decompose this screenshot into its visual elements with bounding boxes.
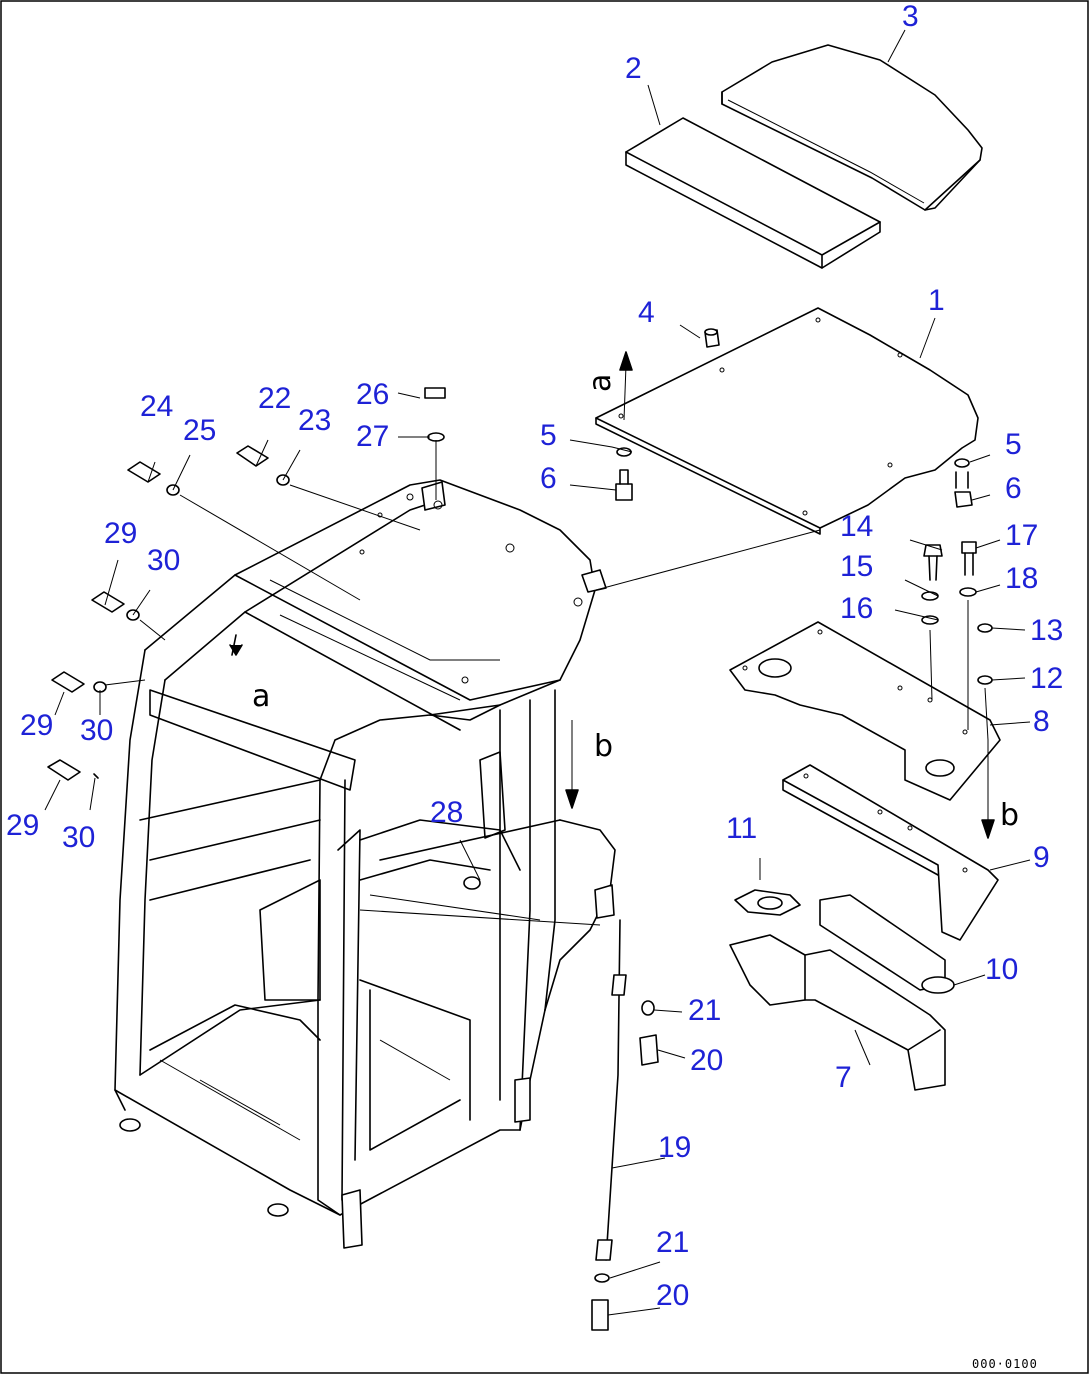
label-27: 27	[356, 420, 389, 453]
view-marks: a a b b	[252, 374, 1019, 833]
part-bolt-20-lower	[591, 1273, 610, 1331]
part-bolt-6-left	[615, 447, 633, 501]
label-20a: 20	[690, 1044, 723, 1077]
part-bolts-left	[47, 387, 446, 781]
part-bracket-7	[729, 894, 955, 1091]
label-21a: 21	[688, 994, 721, 1027]
label-17: 17	[1005, 519, 1038, 552]
label-1: 1	[928, 284, 945, 317]
part-bolt-20-upper	[639, 1000, 659, 1066]
drawing-code: 000·0100	[972, 1357, 1038, 1371]
label-30b: 30	[80, 714, 113, 747]
label-22: 22	[258, 382, 291, 415]
label-3: 3	[902, 0, 919, 33]
label-6a: 6	[540, 462, 557, 495]
part-roof-plate-1	[595, 307, 979, 535]
part-labels: 1 2 3 4 5 5 6 6 7 8 9 10 11 12 13 14 15 …	[6, 0, 1063, 1312]
label-25: 25	[183, 414, 216, 447]
label-13: 13	[1030, 614, 1063, 647]
label-7: 7	[835, 1061, 852, 1094]
part-roof-panel-2	[625, 117, 881, 269]
label-4: 4	[638, 296, 655, 329]
view-mark-a-top: a	[583, 374, 618, 392]
label-11: 11	[726, 812, 757, 845]
view-mark-b-center: b	[594, 729, 613, 764]
view-mark-a-left: a	[252, 679, 270, 714]
label-8: 8	[1033, 705, 1050, 738]
part-knob-4	[704, 328, 720, 348]
part-bolt-6-right	[954, 458, 973, 508]
label-5a: 5	[540, 419, 557, 452]
label-21b: 21	[656, 1226, 689, 1259]
label-30c: 30	[62, 821, 95, 854]
label-9: 9	[1033, 841, 1050, 874]
label-23: 23	[298, 404, 331, 437]
label-20b: 20	[656, 1279, 689, 1312]
label-29c: 29	[6, 809, 39, 842]
label-24: 24	[140, 390, 173, 423]
part-plate-9	[782, 764, 999, 941]
part-rod-19	[595, 919, 627, 1261]
label-5b: 5	[1005, 428, 1022, 461]
label-29a: 29	[104, 517, 137, 550]
label-28: 28	[430, 796, 463, 829]
part-clamp-11	[734, 889, 801, 916]
cab-frame	[114, 479, 616, 1249]
label-2: 2	[625, 52, 642, 85]
view-mark-b-right: b	[1000, 798, 1019, 833]
label-30a: 30	[147, 544, 180, 577]
part-hardware-12-18	[921, 541, 993, 741]
label-14: 14	[840, 510, 873, 543]
label-6b: 6	[1005, 472, 1022, 505]
label-19: 19	[658, 1131, 691, 1164]
part-roof-panel-3	[721, 44, 983, 211]
label-16: 16	[840, 592, 873, 625]
label-29b: 29	[20, 709, 53, 742]
label-18: 18	[1005, 562, 1038, 595]
label-12: 12	[1030, 662, 1063, 695]
label-10: 10	[985, 953, 1018, 986]
part-plate-8	[729, 621, 1001, 801]
label-15: 15	[840, 550, 873, 583]
leader-lines	[44, 29, 1031, 1316]
label-26: 26	[356, 378, 389, 411]
